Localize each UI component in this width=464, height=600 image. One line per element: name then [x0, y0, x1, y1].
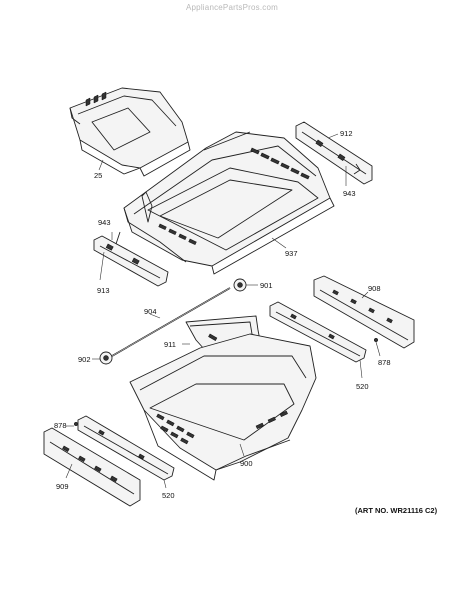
callout-908: 908: [368, 284, 381, 293]
callout-878-right: 878: [378, 358, 391, 367]
callout-900: 900: [240, 459, 253, 468]
part-878-right-screw[interactable]: [373, 337, 379, 343]
callout-943-upper: 943: [343, 189, 356, 198]
part-937-upper-tray[interactable]: [123, 131, 335, 275]
part-878-left-screw[interactable]: [73, 421, 79, 427]
callout-912: 912: [340, 129, 353, 138]
part-902-gear[interactable]: [99, 351, 113, 365]
callout-909: 909: [56, 482, 69, 491]
part-913-upper-left-rail[interactable]: [93, 231, 169, 287]
part-900-lower-bin[interactable]: [129, 333, 317, 481]
callout-520-right: 520: [356, 382, 369, 391]
part-901-gear[interactable]: [233, 278, 247, 292]
callout-943-left: 943: [98, 218, 111, 227]
callout-878-left: 878: [54, 421, 67, 430]
callout-913: 913: [97, 286, 110, 295]
callout-911: 911: [164, 340, 176, 349]
watermark: AppliancePartsPros.com: [186, 3, 278, 12]
art-number: (ART NO. WR21116 C2): [355, 506, 438, 515]
part-909-left-rail[interactable]: [43, 427, 141, 507]
part-904-shaft[interactable]: [111, 287, 231, 357]
callout-902: 902: [78, 355, 91, 364]
callout-25: 25: [94, 171, 102, 180]
part-912-upper-right-rail[interactable]: [295, 121, 373, 185]
callout-901: 901: [260, 281, 273, 290]
part-520-right-slide-rail[interactable]: [269, 301, 367, 363]
callout-520-left: 520: [162, 491, 175, 500]
callout-937: 937: [285, 249, 298, 258]
callout-904: 904: [144, 307, 157, 316]
part-520-left-slide-rail[interactable]: [77, 415, 175, 481]
part-908-right-rail[interactable]: [313, 275, 415, 349]
part-25-small-bin[interactable]: [69, 87, 191, 177]
